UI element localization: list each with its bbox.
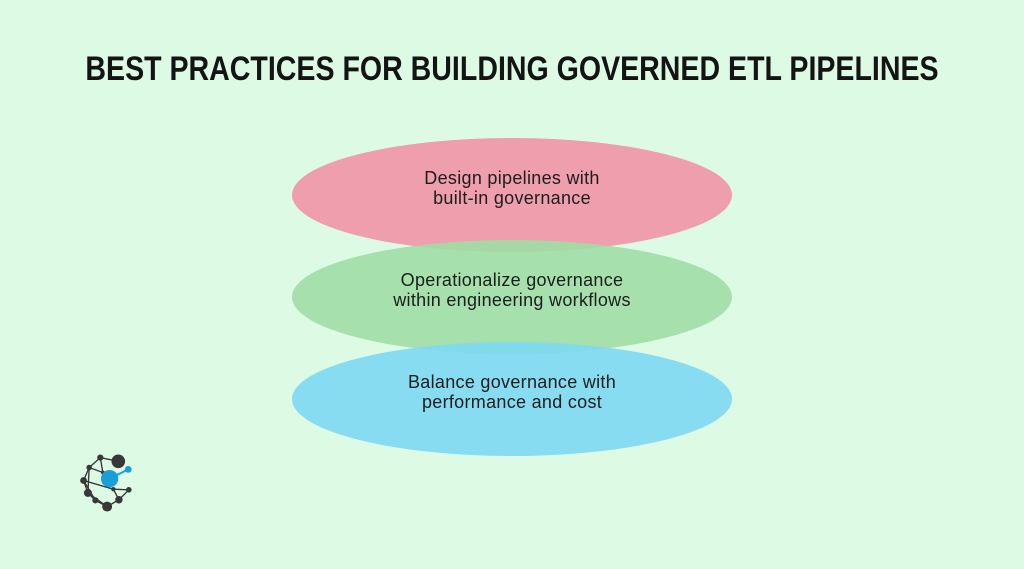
funnel-item-design-label: Design pipelines with built-in governanc… <box>424 168 599 208</box>
funnel-item-design-line1: Design pipelines with <box>424 168 600 188</box>
funnel-item-balance-label: Balance governance with performance and … <box>408 372 616 412</box>
funnel-item-balance-line1: Balance governance with <box>407 372 617 392</box>
funnel-item-balance-line2: performance and cost <box>421 392 603 412</box>
funnel-item-operationalize: Operationalize governance within enginee… <box>292 240 732 354</box>
page-title: BEST PRACTICES FOR BUILDING GOVERNED ETL… <box>85 50 939 88</box>
network-graph-logo-icon <box>80 454 132 512</box>
funnel-item-design: Design pipelines with built-in governanc… <box>292 138 732 252</box>
funnel-item-balance: Balance governance with performance and … <box>292 342 732 456</box>
funnel-item-operationalize-label: Operationalize governance within enginee… <box>393 270 631 310</box>
funnel-item-design-line2: built-in governance <box>433 188 591 208</box>
funnel-item-operationalize-line1: Operationalize governance <box>400 270 624 290</box>
funnel-item-operationalize-line2: within engineering workflows <box>393 290 631 310</box>
